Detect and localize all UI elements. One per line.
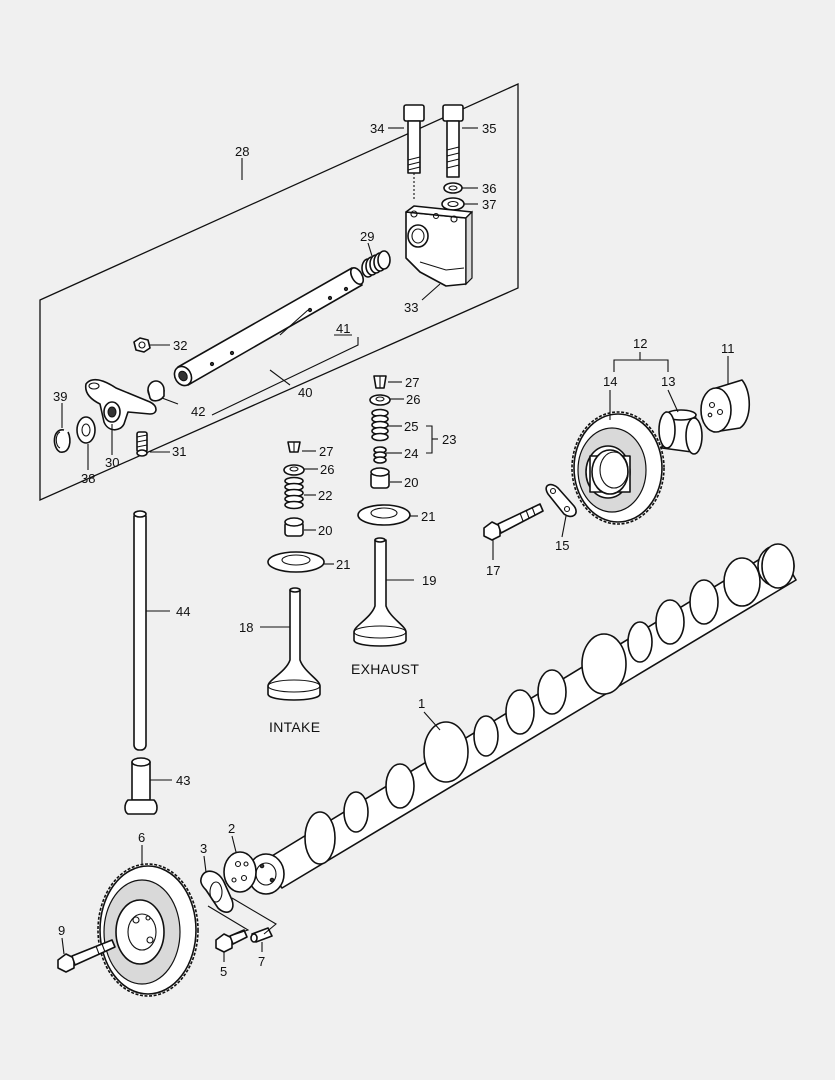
clip-39	[53, 429, 71, 453]
washer-36	[443, 182, 463, 194]
label-20-exhaust: 20	[404, 475, 418, 490]
label-26-intake: 26	[320, 462, 334, 477]
label-21-exhaust: 21	[421, 509, 435, 524]
label-19: 19	[422, 573, 436, 588]
bushing-13	[658, 409, 703, 455]
label-44: 44	[176, 604, 190, 619]
label-2: 2	[228, 821, 235, 836]
camshaft-1	[247, 543, 797, 895]
retainer-26-exhaust	[369, 394, 391, 406]
label-32: 32	[173, 338, 187, 353]
label-3: 3	[200, 841, 207, 856]
washer-37	[441, 197, 465, 211]
exhaust-valve-19	[353, 537, 407, 647]
intake-valve-18	[267, 587, 321, 701]
label-6: 6	[138, 830, 145, 845]
gasket-3	[200, 870, 234, 913]
idler-shaft-11	[700, 379, 751, 433]
collet-27-intake	[287, 441, 301, 453]
label-43: 43	[176, 773, 190, 788]
bolt-17	[483, 503, 544, 541]
label-40: 40	[298, 385, 312, 400]
idler-gear-14	[571, 411, 665, 525]
adjust-screw-31	[136, 431, 148, 457]
label-29: 29	[360, 229, 374, 244]
plug-42	[147, 380, 165, 402]
label-34: 34	[370, 121, 384, 136]
exhaust-caption: EXHAUST	[351, 661, 419, 677]
label-35: 35	[482, 121, 496, 136]
label-12: 12	[633, 336, 647, 351]
rocker-assembly-frame	[39, 82, 519, 501]
seal-20-exhaust	[370, 467, 390, 489]
bolt-35	[442, 104, 464, 178]
bolt-5	[215, 929, 248, 953]
part-number-labels: 28 34 35 36 37 29 33 41 40 32 42 31 39 3…	[53, 121, 735, 979]
nut-32	[133, 337, 151, 353]
rocker-shaft-40	[173, 267, 365, 387]
seat-21-exhaust	[357, 504, 411, 526]
label-27-exhaust: 27	[405, 375, 419, 390]
spring-25	[371, 408, 389, 442]
label-33: 33	[404, 300, 418, 315]
label-21-intake: 21	[336, 557, 350, 572]
spring-29	[361, 250, 391, 278]
label-26-exhaust: 26	[406, 392, 420, 407]
label-5: 5	[220, 964, 227, 979]
label-36: 36	[482, 181, 496, 196]
bolt-9	[57, 939, 116, 973]
label-17: 17	[486, 563, 500, 578]
leader-lines	[61, 127, 729, 962]
label-22: 22	[318, 488, 332, 503]
label-23: 23	[442, 432, 456, 447]
label-38: 38	[81, 471, 95, 486]
label-30: 30	[105, 455, 119, 470]
retainer-26-intake	[283, 464, 305, 476]
intake-caption: INTAKE	[269, 719, 320, 735]
spring-22	[284, 476, 304, 510]
label-27-intake: 27	[319, 444, 333, 459]
label-9: 9	[58, 923, 65, 938]
label-28: 28	[235, 144, 249, 159]
rocker-bracket-33	[405, 205, 473, 287]
label-24: 24	[404, 446, 418, 461]
label-7: 7	[258, 954, 265, 969]
seat-21-intake	[267, 551, 325, 573]
label-39: 39	[53, 389, 67, 404]
label-25: 25	[404, 419, 418, 434]
push-rod-44	[133, 510, 147, 751]
spring-24	[373, 446, 387, 464]
collet-27-exhaust	[373, 375, 387, 389]
label-41: 41	[336, 321, 350, 336]
rocker-arm-30	[84, 378, 157, 431]
bolt-34	[403, 104, 425, 200]
seal-20-intake	[284, 517, 304, 537]
camshaft-gear-6	[97, 863, 199, 997]
label-37: 37	[482, 197, 496, 212]
label-20-intake: 20	[318, 523, 332, 538]
label-11: 11	[721, 341, 735, 356]
label-15: 15	[555, 538, 569, 553]
label-18: 18	[239, 620, 253, 635]
label-42: 42	[191, 404, 205, 419]
thrust-plate-15	[545, 483, 577, 518]
label-1: 1	[418, 696, 425, 711]
washer-38	[76, 416, 96, 444]
label-14: 14	[603, 374, 617, 389]
label-31: 31	[172, 444, 186, 459]
tappet-43	[124, 757, 158, 815]
label-13: 13	[661, 374, 675, 389]
thrust-plate-2	[223, 851, 257, 893]
